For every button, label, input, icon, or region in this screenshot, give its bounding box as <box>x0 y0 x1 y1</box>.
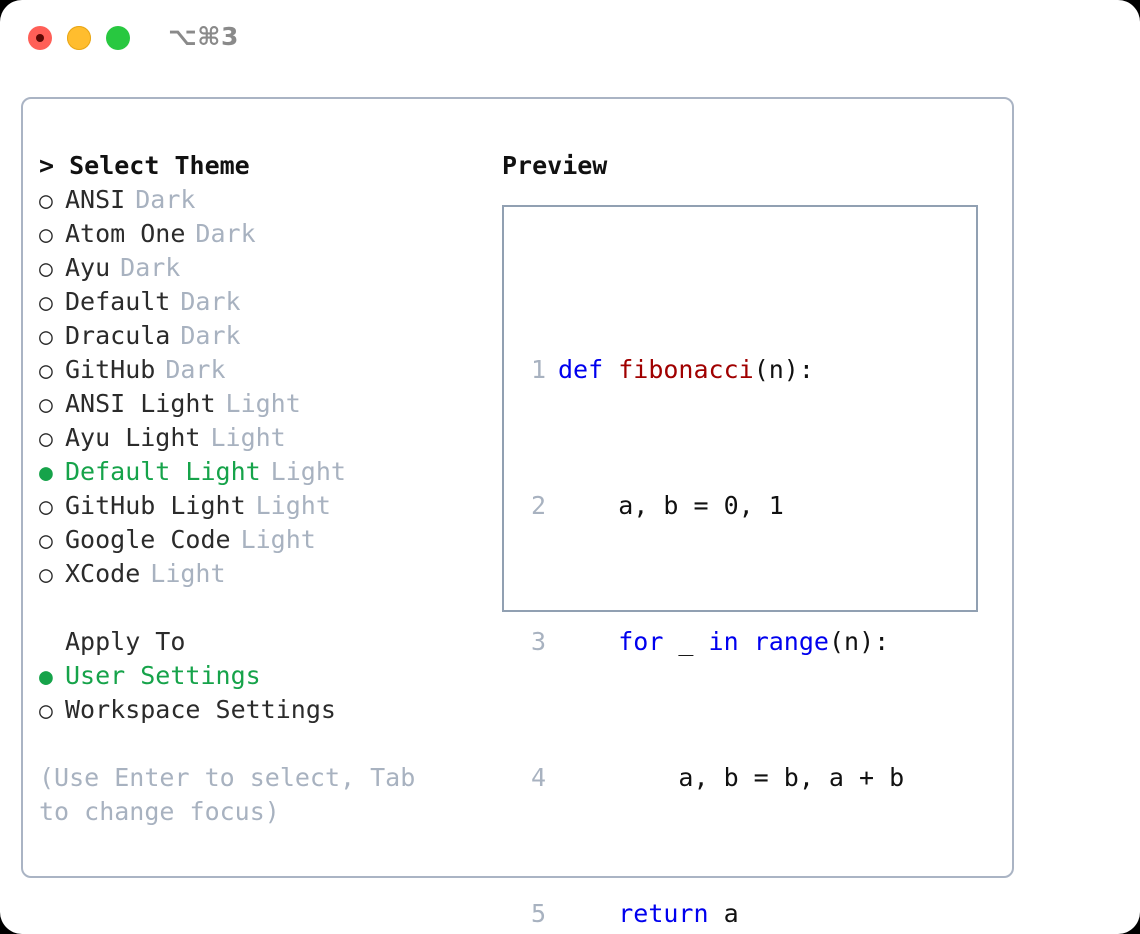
close-window-button[interactable] <box>28 26 52 50</box>
preview-heading: Preview <box>502 151 608 180</box>
code-token-keyword: def <box>558 355 619 384</box>
theme-option-label: Ayu <box>65 253 111 282</box>
apply-to-option-list[interactable]: ● User Settings ○ Workspace Settings <box>39 659 489 727</box>
title-bar: ⌥⌘3 <box>0 0 1140 76</box>
panel-columns: > Select Theme ○ ANSI Dark ○ Atom One Da… <box>23 99 1012 928</box>
theme-option-label: Atom One <box>65 219 186 248</box>
minimize-window-button[interactable] <box>67 26 91 50</box>
theme-option-label: Ayu Light <box>65 423 201 452</box>
apply-to-option-label: Workspace Settings <box>65 695 336 724</box>
radio-selected-icon: ● <box>39 664 53 690</box>
line-number: 3 <box>530 627 546 656</box>
code-line: 5 return a <box>516 897 949 931</box>
theme-option-default-dark[interactable]: ○ Default Dark <box>39 285 489 319</box>
radio-icon: ○ <box>39 698 53 724</box>
code-line: 1 def fibonacci (n): <box>516 353 949 387</box>
theme-option-badge: Dark <box>120 253 181 282</box>
theme-option-label: Default <box>65 287 171 316</box>
theme-option-xcode[interactable]: ○ XCode Light <box>39 557 489 591</box>
theme-option-label: Google Code <box>65 525 231 554</box>
theme-option-label: Dracula <box>65 321 171 350</box>
code-token-plain: _ <box>663 627 709 656</box>
radio-icon: ○ <box>39 392 53 418</box>
code-token-plain <box>558 625 618 659</box>
theme-option-github-light[interactable]: ○ GitHub Light Light <box>39 489 489 523</box>
apply-to-heading: Apply To <box>65 627 186 656</box>
radio-icon: ○ <box>39 222 53 248</box>
code-token-keyword: in <box>708 627 739 656</box>
code-line: 4 a, b = b, a + b <box>516 761 949 795</box>
theme-option-github-dark[interactable]: ○ GitHub Dark <box>39 353 489 387</box>
code-token-plain: a, b = 0, 1 <box>558 491 784 520</box>
maximize-window-button[interactable] <box>106 26 130 50</box>
preview-column: Preview 1 def fibonacci (n): 2 a, b = 0,… <box>502 149 1002 928</box>
line-number: 4 <box>530 763 546 792</box>
theme-option-dracula-dark[interactable]: ○ Dracula Dark <box>39 319 489 353</box>
keyboard-hint-text: (Use Enter to select, Tab to change focu… <box>39 763 416 826</box>
apply-to-option-user-settings[interactable]: ● User Settings <box>39 659 489 693</box>
line-number: 5 <box>530 899 546 928</box>
theme-option-badge: Light <box>255 491 331 520</box>
radio-icon: ○ <box>39 290 53 316</box>
code-token-keyword: return <box>618 899 709 928</box>
theme-option-label: XCode <box>65 559 141 588</box>
code-token-keyword: range <box>753 627 829 656</box>
theme-option-badge: Dark <box>180 287 241 316</box>
radio-icon: ○ <box>39 562 53 588</box>
code-line: 3 for _ in range (n): <box>516 625 949 659</box>
theme-option-ayu-dark[interactable]: ○ Ayu Dark <box>39 251 489 285</box>
theme-option-label: GitHub <box>65 355 156 384</box>
theme-option-label: GitHub Light <box>65 491 246 520</box>
theme-option-label: Default Light <box>65 457 261 486</box>
radio-icon: ○ <box>39 324 53 350</box>
line-number: 2 <box>530 491 546 520</box>
theme-option-ansi-dark[interactable]: ○ ANSI Dark <box>39 183 489 217</box>
code-token-plain: a, b = b, a + b <box>558 763 905 792</box>
code-token-plain: (n): <box>828 627 890 656</box>
traffic-light-buttons <box>28 26 130 50</box>
radio-icon: ○ <box>39 256 53 282</box>
keyboard-shortcut-label: ⌥⌘3 <box>168 22 239 51</box>
theme-option-list[interactable]: ○ ANSI Dark ○ Atom One Dark ○ Ayu Dark <box>39 183 489 591</box>
radio-icon: ○ <box>39 426 53 452</box>
radio-icon: ○ <box>39 528 53 554</box>
theme-option-google-code[interactable]: ○ Google Code Light <box>39 523 489 557</box>
code-preview: 1 def fibonacci (n): 2 a, b = 0, 1 3 <box>516 251 949 934</box>
code-token-keyword: for <box>618 627 664 656</box>
code-token-plain: (n): <box>753 355 814 384</box>
radio-icon: ○ <box>39 358 53 384</box>
radio-selected-icon: ● <box>39 460 53 486</box>
select-theme-heading: > Select Theme <box>39 151 250 180</box>
main-panel: > Select Theme ○ ANSI Dark ○ Atom One Da… <box>21 97 1014 928</box>
theme-option-label: ANSI <box>65 185 126 214</box>
theme-option-badge: Dark <box>195 219 256 248</box>
radio-icon: ○ <box>39 188 53 214</box>
theme-option-label: ANSI Light <box>65 389 216 418</box>
theme-option-badge: Light <box>210 423 286 452</box>
code-line: 2 a, b = 0, 1 <box>516 489 949 523</box>
theme-option-atom-one-dark[interactable]: ○ Atom One Dark <box>39 217 489 251</box>
theme-option-default-light[interactable]: ● Default Light Light <box>39 455 489 489</box>
theme-option-badge: Light <box>240 525 316 554</box>
theme-selector-column: > Select Theme ○ ANSI Dark ○ Atom One Da… <box>39 149 489 829</box>
theme-option-ansi-light[interactable]: ○ ANSI Light Light <box>39 387 489 421</box>
code-token-plain: a <box>708 899 739 928</box>
section-spacer <box>39 591 489 625</box>
theme-option-badge: Light <box>225 389 301 418</box>
preview-box: 1 def fibonacci (n): 2 a, b = 0, 1 3 <box>502 205 978 928</box>
code-token-function: fibonacci <box>618 355 754 384</box>
apply-to-option-workspace-settings[interactable]: ○ Workspace Settings <box>39 693 489 727</box>
theme-option-badge: Light <box>270 457 346 486</box>
code-token-plain <box>739 625 754 659</box>
radio-icon: ○ <box>39 494 53 520</box>
theme-option-badge: Dark <box>135 185 196 214</box>
theme-option-badge: Dark <box>165 355 226 384</box>
theme-option-ayu-light[interactable]: ○ Ayu Light Light <box>39 421 489 455</box>
line-number: 1 <box>530 355 546 384</box>
theme-option-badge: Dark <box>180 321 241 350</box>
theme-option-badge: Light <box>150 559 226 588</box>
apply-to-option-label: User Settings <box>65 661 261 690</box>
code-token-plain <box>558 897 618 931</box>
